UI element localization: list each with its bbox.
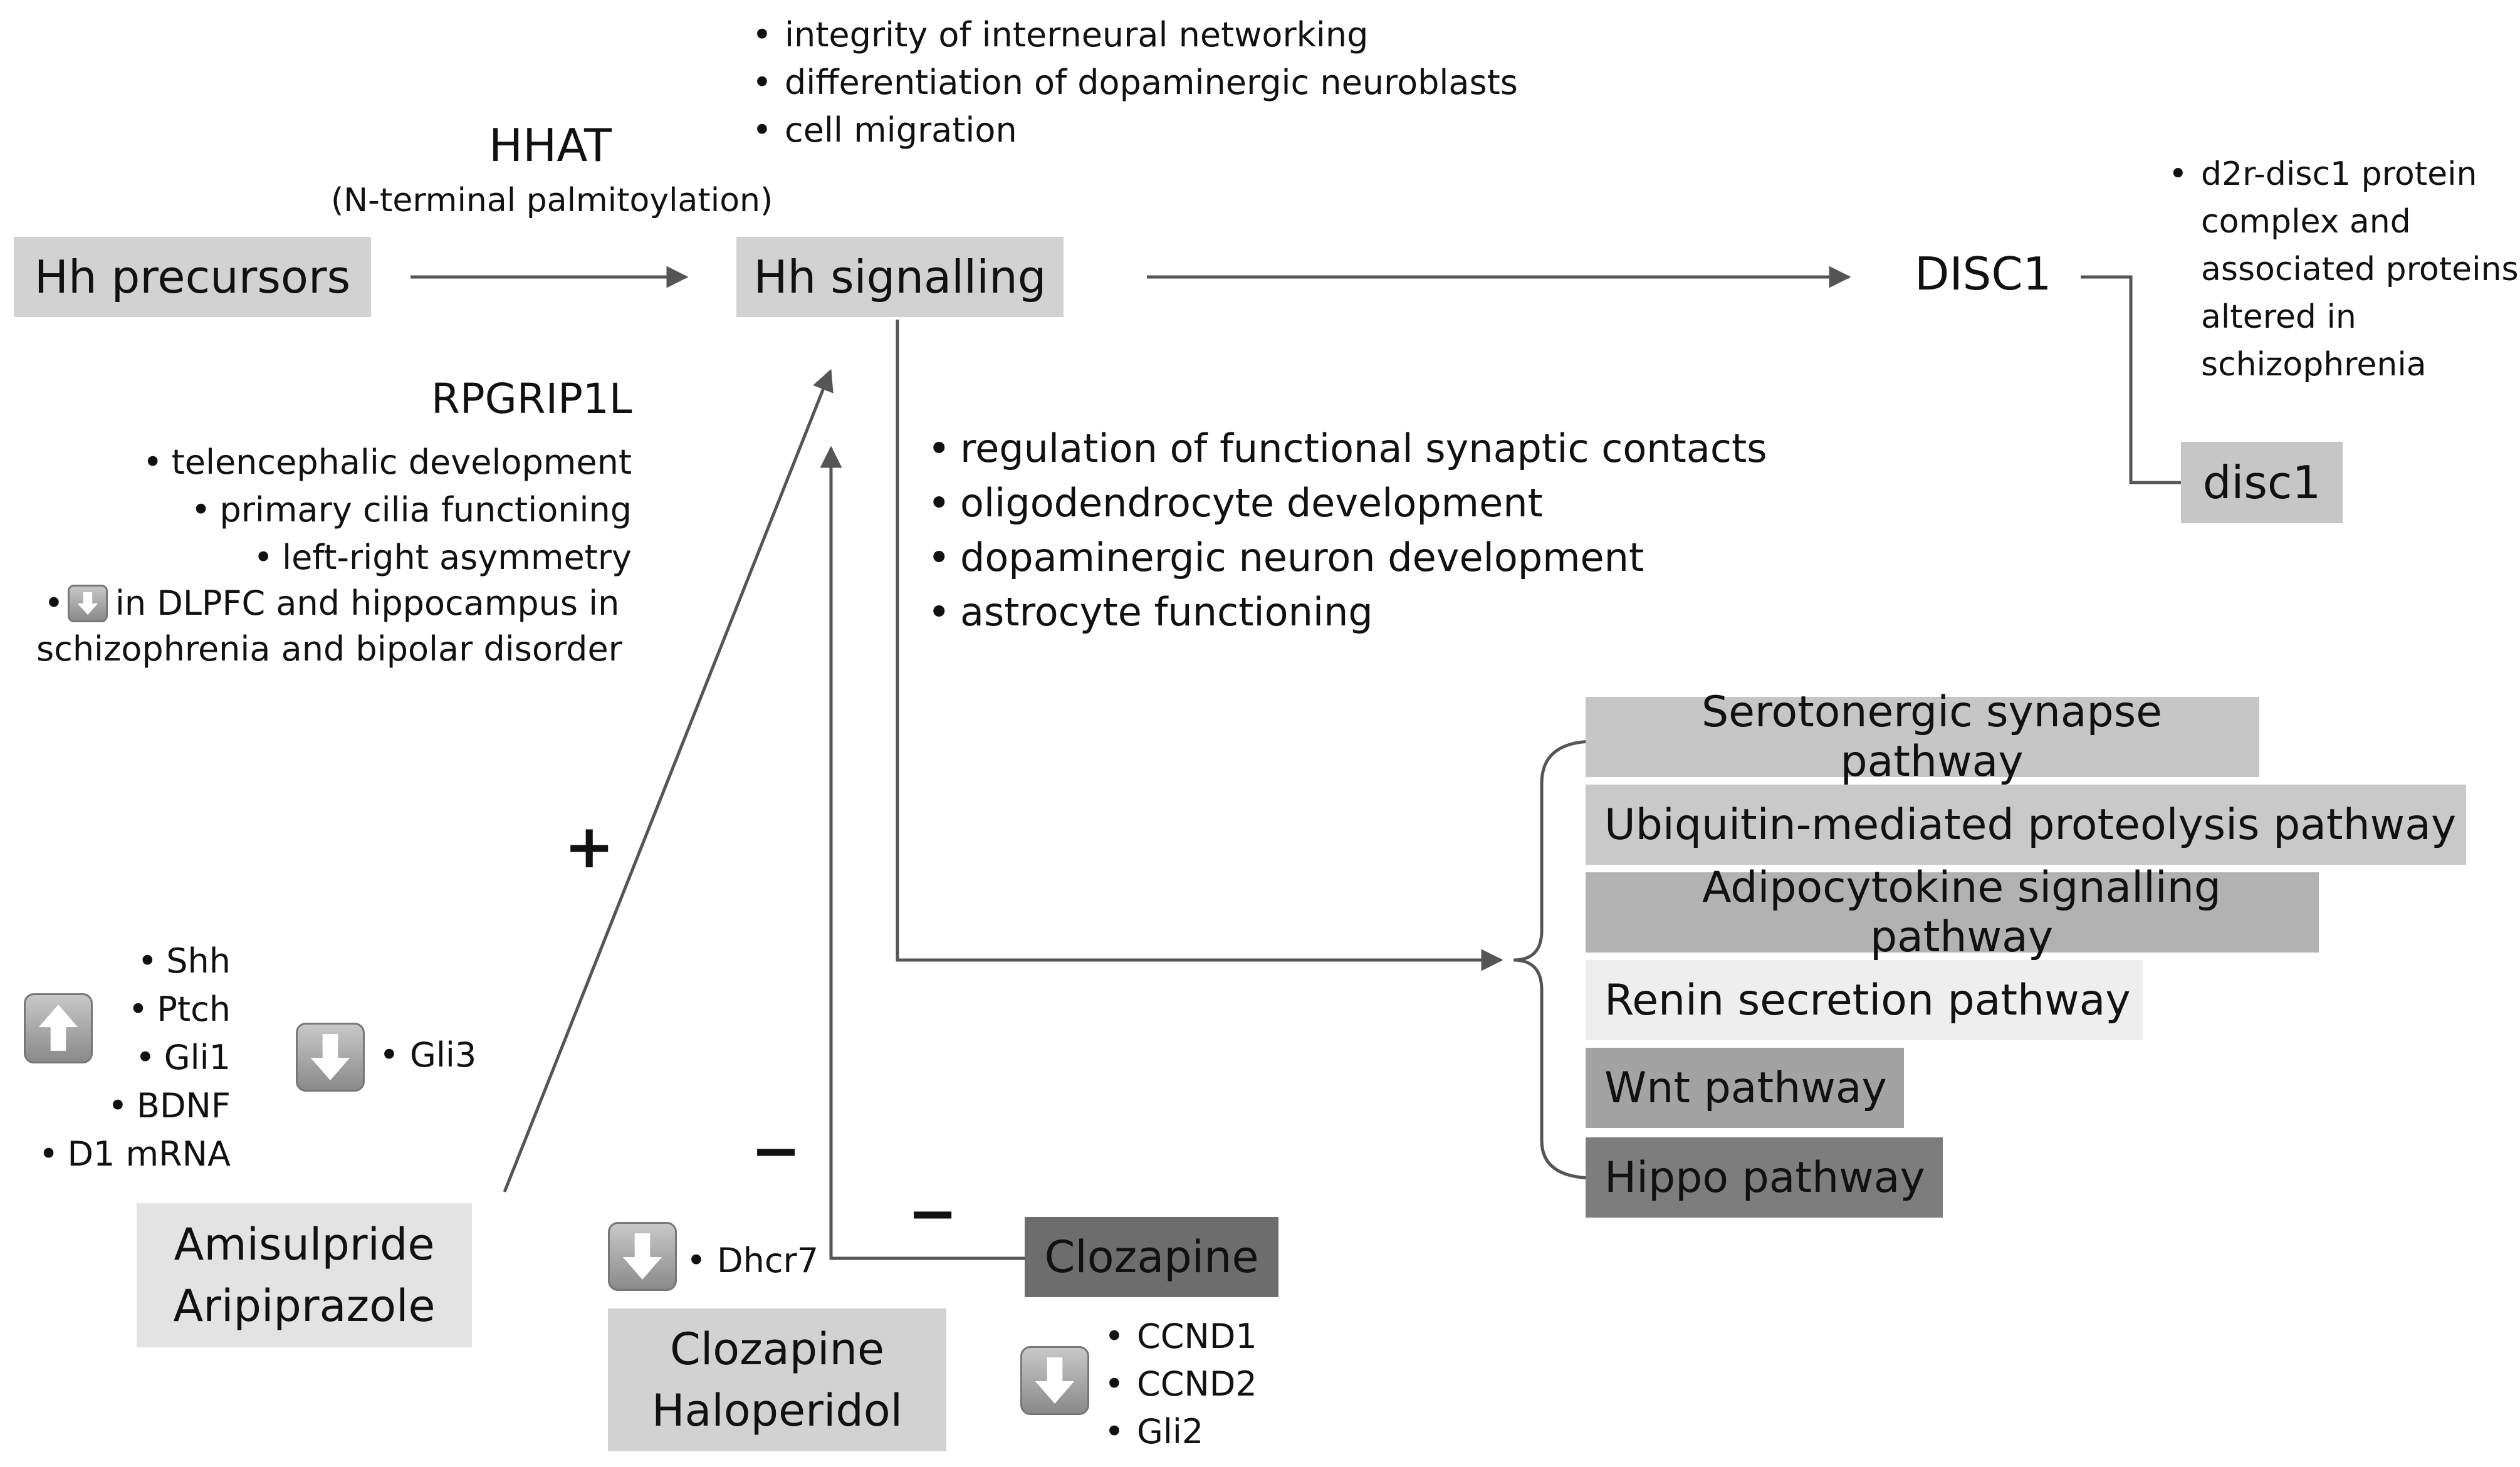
- list-item: differentiation of dopaminergic neurobla…: [752, 59, 1518, 107]
- disc1-gene-label: DISC1: [1915, 248, 2052, 300]
- aripiprazole-label: Aripiprazole: [173, 1280, 436, 1332]
- rpgrip1l-bullet-list: telencephalic development primary cilia …: [25, 439, 632, 582]
- pathway-adipocytokine: Adipocytokine signalling pathway: [1586, 863, 2319, 962]
- minus-sign: −: [907, 1178, 958, 1248]
- top-bullet-list: integrity of interneural networking diff…: [752, 11, 1518, 154]
- amisulpride-aripiprazole-box: Amisulpride Aripiprazole: [137, 1203, 472, 1347]
- list-item: Shh: [25, 937, 231, 985]
- arrow-signalling-to-pathways: [896, 320, 1503, 971]
- hhat-label: HHAT: [489, 119, 612, 172]
- rpgrip1l-down-text: in DLPFC and hippocampus in: [115, 583, 620, 623]
- disc1-box: disc1: [2181, 442, 2343, 523]
- list-item: primary cilia functioning: [25, 486, 632, 534]
- list-item: oligodendrocyte development: [928, 476, 1767, 530]
- pathways-brace: [1513, 739, 1596, 1180]
- arrow-clozapine-to-signalling: [820, 446, 1025, 1260]
- list-item: associated proteins: [2201, 251, 2519, 288]
- disc1-note: d2r-disc1 protein complex and associated…: [2168, 150, 2519, 389]
- plus-sign: +: [564, 812, 615, 882]
- list-item: left-right asymmetry: [25, 534, 632, 582]
- pathway-ubiquitin: Ubiquitin-mediated proteolysis pathway: [1586, 785, 2466, 865]
- hh-precursors-label: Hh precursors: [34, 251, 351, 303]
- gli3-label: • Gli3: [379, 1035, 477, 1075]
- list-item: integrity of interneural networking: [752, 11, 1518, 59]
- dhcr7-label: • Dhcr7: [686, 1241, 819, 1280]
- list-item: schizophrenia: [2201, 346, 2427, 384]
- list-item: Ptch: [25, 985, 231, 1033]
- list-item: D1 mRNA: [25, 1130, 231, 1178]
- list-item: dopaminergic neuron development: [928, 530, 1767, 585]
- clozapine-haloperidol-box: Clozapine Haloperidol: [608, 1308, 946, 1451]
- minus-sign: −: [751, 1115, 802, 1186]
- up-gene-list: Shh Ptch Gli1 BDNF D1 mRNA: [25, 937, 231, 1178]
- list-item: BDNF: [25, 1082, 231, 1130]
- rpgrip1l-down-text-2: schizophrenia and bipolar disorder: [36, 629, 622, 669]
- clozapine-dark-box: Clozapine: [1025, 1217, 1278, 1297]
- disc1-box-label: disc1: [2202, 456, 2321, 509]
- list-item: Gli2: [1104, 1408, 1257, 1456]
- pathway-label: Ubiquitin-mediated proteolysis pathway: [1604, 800, 2457, 850]
- arrow-down-icon: [67, 585, 108, 622]
- pathway-label: Adipocytokine signalling pathway: [1702, 863, 2222, 962]
- pathway-serotonergic: Serotonergic synapse pathway: [1586, 687, 2259, 786]
- pathway-wnt: Wnt pathway: [1586, 1048, 1904, 1128]
- list-item: telencephalic development: [25, 439, 632, 486]
- clozapine-label: Clozapine: [669, 1323, 885, 1375]
- hh-signalling-box: Hh signalling: [736, 237, 1064, 317]
- arrow-down-icon: [608, 1222, 677, 1291]
- list-item: Gli1: [25, 1033, 231, 1082]
- pathway-hippo: Hippo pathway: [1586, 1137, 1943, 1218]
- list-item: d2r-disc1 protein: [2168, 150, 2519, 198]
- list-item: CCND2: [1104, 1360, 1257, 1408]
- pathway-renin: Renin secretion pathway: [1586, 960, 2143, 1040]
- list-item: astrocyte functioning: [928, 585, 1767, 639]
- rpgrip1l-label: RPGRIP1L: [431, 375, 632, 423]
- gli3-text: Gli3: [410, 1035, 477, 1075]
- line-disc1-to-disc1-box: [2081, 275, 2181, 484]
- pathway-label: Renin secretion pathway: [1604, 975, 2131, 1025]
- list-item: complex and: [2201, 203, 2411, 241]
- arrow-amisulpride-to-signalling: [503, 368, 834, 1193]
- list-item: regulation of functional synaptic contac…: [928, 421, 1767, 476]
- hh-precursors-box: Hh precursors: [14, 237, 371, 317]
- list-item: altered in: [2201, 298, 2356, 336]
- arrow-down-icon: [296, 1023, 365, 1092]
- pathway-label: Wnt pathway: [1604, 1063, 1887, 1113]
- dhcr7-text: Dhcr7: [717, 1241, 819, 1280]
- arrow-down-icon: [1020, 1346, 1089, 1415]
- hh-signalling-label: Hh signalling: [753, 251, 1047, 303]
- pathway-label: Serotonergic synapse pathway: [1702, 687, 2162, 786]
- clozapine-gene-list: CCND1 CCND2 Gli2: [1104, 1313, 1257, 1456]
- pathway-label: Hippo pathway: [1604, 1152, 1925, 1203]
- list-item: cell migration: [752, 107, 1518, 154]
- hhat-sublabel: (N-terminal palmitoylation): [331, 182, 773, 219]
- rpgrip1l-down-line: • in DLPFC and hippocampus in: [44, 580, 619, 627]
- synaptic-bullet-list: regulation of functional synaptic contac…: [928, 421, 1767, 639]
- clozapine-dark-label: Clozapine: [1044, 1231, 1259, 1283]
- haloperidol-label: Haloperidol: [651, 1385, 903, 1436]
- list-item: CCND1: [1104, 1313, 1257, 1360]
- amisulpride-label: Amisulpride: [174, 1219, 435, 1270]
